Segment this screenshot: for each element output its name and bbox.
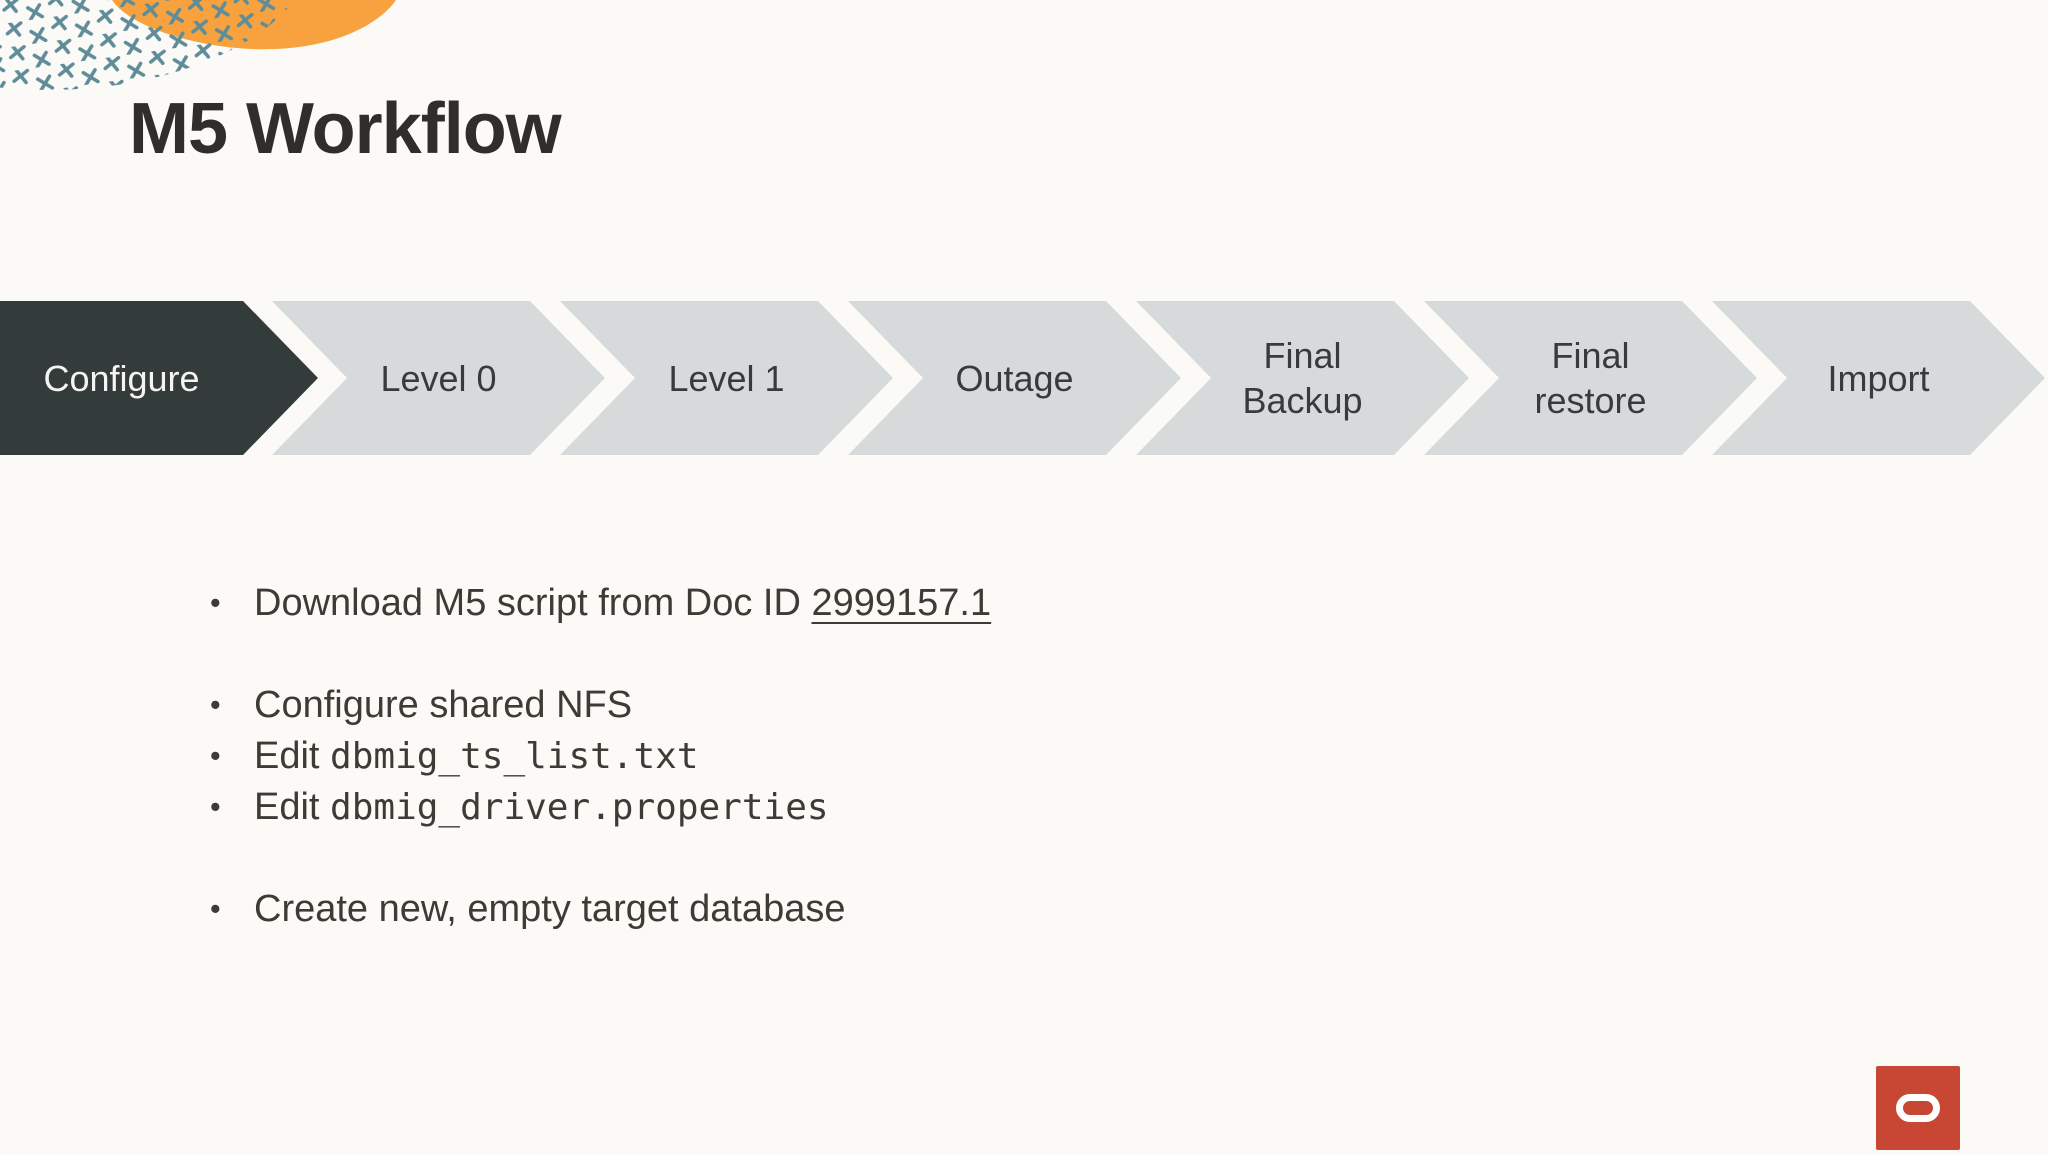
workflow-step-level-0: Level 0 xyxy=(272,301,605,455)
step-label: Level 1 xyxy=(668,357,785,399)
workflow-step-import: Import xyxy=(1712,301,2045,455)
oracle-o-icon xyxy=(1896,1094,1940,1122)
workflow-step-final-backup: Final Backup xyxy=(1136,301,1469,455)
teal-cross-pattern xyxy=(0,0,295,90)
step-label: Outage xyxy=(955,357,1074,399)
workflow-step-outage: Outage xyxy=(848,301,1181,455)
step-label: Final Backup xyxy=(1242,335,1363,421)
step-label: Level 0 xyxy=(380,357,497,399)
bullet-group: Configure shared NFS Edit dbmig_ts_list.… xyxy=(210,680,1510,833)
orange-blob xyxy=(112,0,396,50)
list-item-nfs: Configure shared NFS xyxy=(210,680,1510,731)
list-item-edit-ts-list: Edit dbmig_ts_list.txt xyxy=(210,731,1510,782)
workflow-chevron-band: Configure Level 0 Level 1 Outage Final B… xyxy=(0,301,2048,455)
slide-body: Download M5 script from Doc ID 2999157.1… xyxy=(210,578,1510,986)
workflow-step-final-restore: Final restore xyxy=(1424,301,1757,455)
step-label: Import xyxy=(1827,357,1930,399)
bullet-text: Edit xyxy=(254,735,331,777)
workflow-step-configure: Configure xyxy=(0,301,318,455)
workflow-step-level-1: Level 1 xyxy=(560,301,893,455)
bullet-text: Configure shared NFS xyxy=(254,684,633,726)
code-filename: dbmig_driver.properties xyxy=(330,787,829,828)
code-filename: dbmig_ts_list.txt xyxy=(330,736,699,777)
bullet-group: Create new, empty target database xyxy=(210,884,1510,935)
list-item-download: Download M5 script from Doc ID 2999157.1 xyxy=(210,578,1510,629)
page-title: M5 Workflow xyxy=(129,89,562,169)
doc-id-link[interactable]: 2999157.1 xyxy=(811,582,992,624)
list-item-edit-properties: Edit dbmig_driver.properties xyxy=(210,782,1510,833)
bullet-text: Download M5 script from Doc ID xyxy=(254,582,812,624)
bullet-text: Create new, empty target database xyxy=(254,888,846,930)
bullet-text: Edit xyxy=(254,786,331,828)
list-item-create-db: Create new, empty target database xyxy=(210,884,1510,935)
corner-decoration xyxy=(0,0,396,90)
step-label: Final restore xyxy=(1534,335,1647,421)
oracle-logo xyxy=(1876,1066,1960,1150)
bullet-group: Download M5 script from Doc ID 2999157.1 xyxy=(210,578,1510,629)
step-label: Configure xyxy=(43,357,200,399)
